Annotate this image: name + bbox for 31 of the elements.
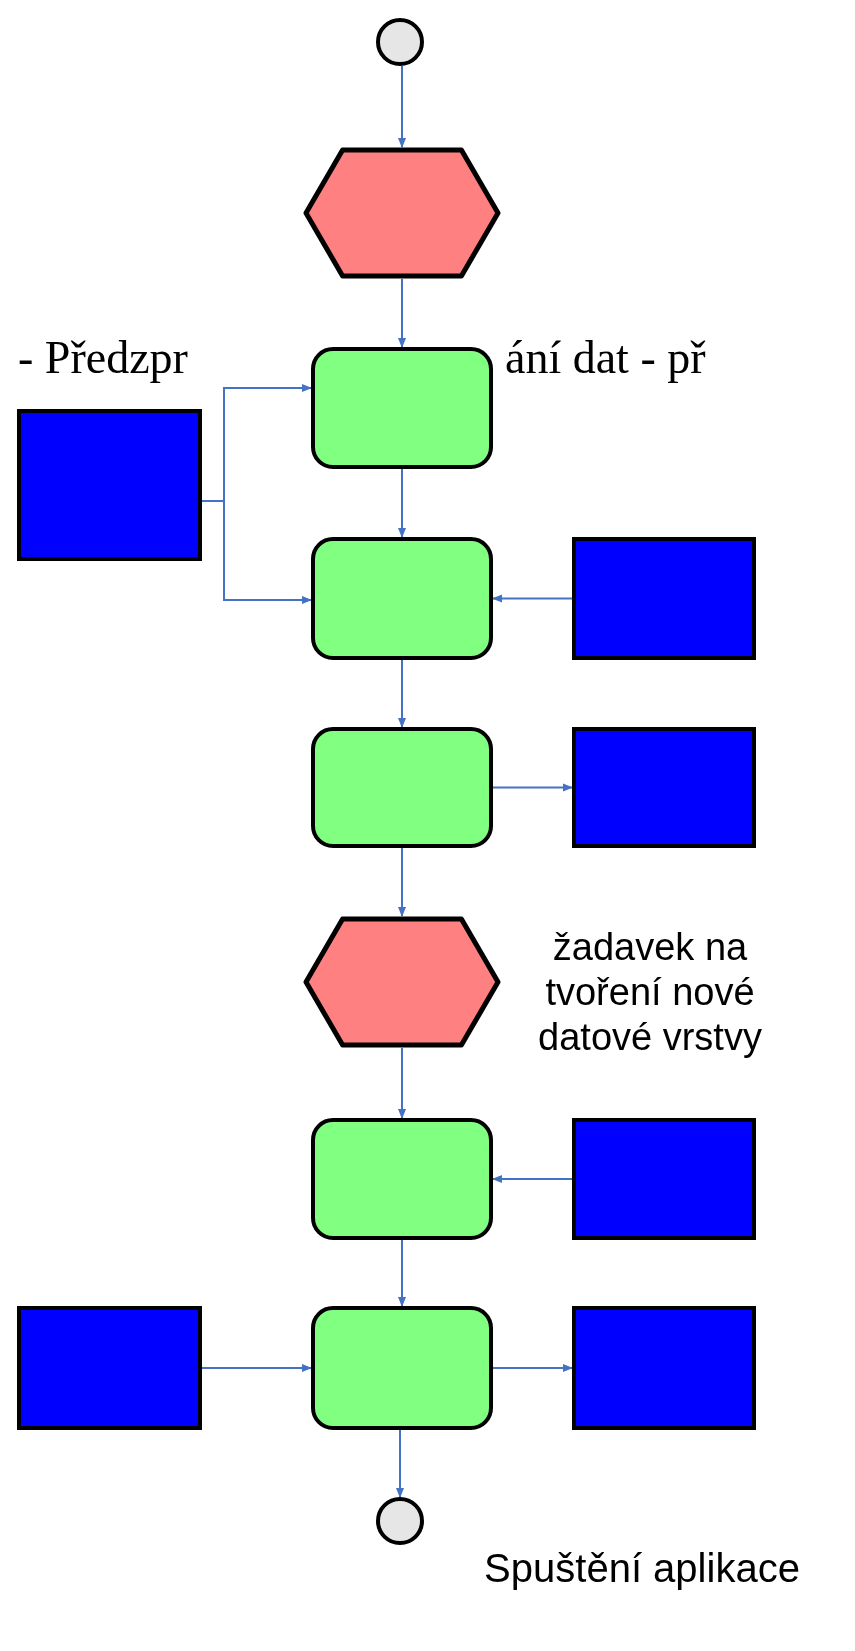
data-box	[572, 537, 756, 660]
arrow	[492, 1364, 573, 1372]
arrow	[201, 500, 312, 604]
arrow	[492, 783, 573, 792]
arrow	[492, 594, 573, 603]
arrow	[201, 1364, 312, 1372]
annotation-text: - Předzpr	[18, 335, 189, 381]
data-box	[572, 1118, 756, 1240]
annotation-text: ání dat - př	[505, 335, 707, 381]
data-box	[17, 1306, 202, 1430]
annotation-text: žadavek na tvoření nové datové vrstvy	[537, 925, 763, 1060]
function-box	[311, 347, 493, 469]
function-box	[311, 1118, 493, 1240]
function-box	[311, 537, 493, 660]
arrow	[398, 1047, 406, 1119]
data-box	[572, 727, 756, 848]
arrow	[398, 468, 406, 538]
arrow	[398, 847, 406, 917]
function-box	[311, 1306, 493, 1430]
arrow	[398, 278, 406, 348]
data-box	[17, 409, 202, 561]
arrow	[398, 659, 406, 728]
arrow	[396, 1429, 404, 1498]
event-hexagon	[303, 147, 501, 279]
annotation-text: Spuštění aplikace	[483, 1548, 801, 1588]
function-box	[311, 727, 493, 848]
event-hexagon	[303, 916, 501, 1048]
arrow	[398, 65, 406, 148]
data-box	[572, 1306, 756, 1430]
arrow	[398, 1239, 406, 1307]
arrow	[492, 1175, 573, 1183]
